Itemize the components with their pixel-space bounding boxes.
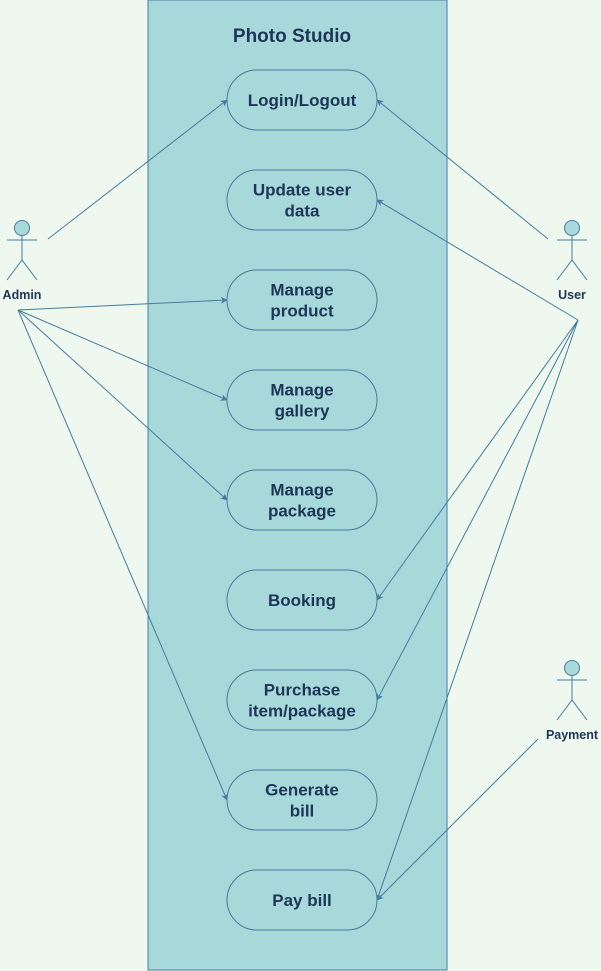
use-case-label: bill (290, 802, 315, 821)
use-case-shape (226, 469, 378, 531)
stick-figure-icon (556, 660, 588, 721)
use-case-label: Pay bill (272, 891, 332, 910)
use-case-label: product (270, 302, 334, 321)
use-case-label: Manage (270, 381, 333, 400)
association-user-pay-bill (375, 319, 579, 901)
association-user-update-user-data (376, 199, 579, 321)
actor-label: Payment (546, 728, 599, 742)
use-case-purchase[interactable]: Purchase item/package (226, 669, 378, 731)
use-case-manage-package[interactable]: Manage package (226, 469, 378, 531)
actor-user[interactable]: User (556, 220, 588, 303)
use-case-label: Update user (253, 181, 352, 200)
use-case-label: Manage (270, 481, 333, 500)
stick-figure-icon (556, 220, 588, 281)
use-case-login[interactable]: Login/Logout (226, 69, 378, 131)
use-case-label: Purchase (264, 681, 341, 700)
use-case-shape (226, 869, 378, 931)
association-user-booking (376, 319, 579, 601)
association-admin-manage-gallery (17, 309, 228, 401)
association-user-login (376, 99, 549, 240)
use-case-label: item/package (248, 702, 356, 721)
use-case-label: gallery (275, 402, 330, 421)
actor-payment[interactable]: Payment (546, 660, 599, 743)
use-case-label: Booking (268, 591, 336, 610)
association-payment-pay-bill (376, 738, 539, 901)
use-case-label: package (268, 502, 336, 521)
use-case-shape (226, 369, 378, 431)
use-case-label: data (285, 202, 321, 221)
use-case-shape (226, 669, 378, 731)
actor-label: User (558, 288, 586, 302)
association-admin-generate-bill (17, 309, 228, 801)
association-user-purchase (376, 319, 579, 701)
associations (17, 99, 579, 901)
association-admin-manage-package (17, 309, 228, 501)
stick-figure-icon (6, 220, 38, 281)
use-case-update-user-data[interactable]: Update user data (226, 169, 378, 231)
actor-label: Admin (3, 288, 42, 302)
use-case-label: Manage (270, 281, 333, 300)
association-admin-manage-product (17, 296, 228, 311)
actor-admin[interactable]: Admin (3, 220, 42, 303)
use-case-manage-gallery[interactable]: Manage gallery (226, 369, 378, 431)
use-case-generate-bill[interactable]: Generate bill (226, 769, 378, 831)
use-case-label: Generate (265, 781, 339, 800)
use-case-label: Login/Logout (248, 91, 357, 110)
system-title: Photo Studio (233, 26, 351, 47)
use-case-pay-bill[interactable]: Pay bill (226, 869, 378, 931)
use-case-shape (226, 69, 378, 131)
use-case-booking[interactable]: Booking (226, 569, 378, 631)
use-case-shape (226, 269, 378, 331)
association-admin-login (47, 99, 228, 240)
use-case-manage-product[interactable]: Manage product (226, 269, 378, 331)
use-case-shape (226, 569, 378, 631)
use-case-shape (226, 169, 378, 231)
use-case-shape (226, 769, 378, 831)
